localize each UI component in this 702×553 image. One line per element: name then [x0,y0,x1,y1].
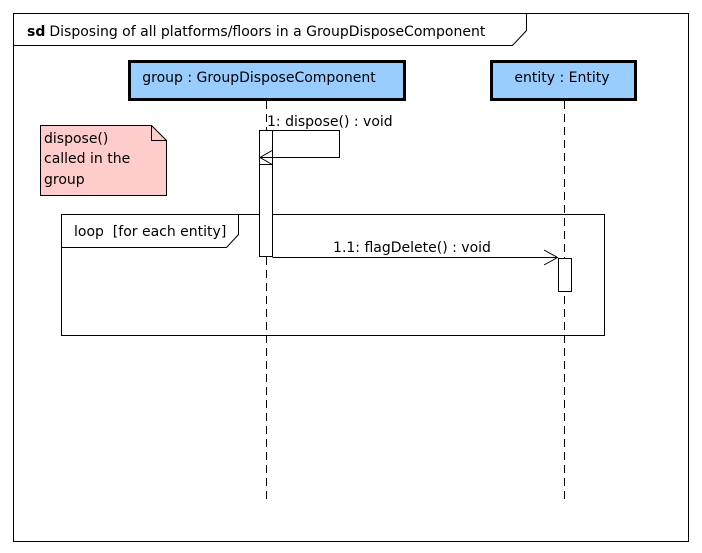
frame-keyword: sd [27,24,45,40]
note-line-2: called in the [44,151,130,167]
lifeline-head-entity[interactable] [490,60,637,101]
loop-fragment-label: loop [for each entity] [74,224,226,240]
loop-fragment[interactable] [61,214,605,336]
message-1-arrowhead [258,149,274,166]
loop-fragment-tab [61,214,239,248]
message-2-arrowhead [543,249,559,266]
lifeline-label-entity: entity : Entity [514,70,609,86]
message-1-label: 1: dispose() : void [267,114,393,130]
note-line-1: dispose() [44,131,108,147]
note[interactable] [40,125,167,196]
activation-entity [558,258,572,292]
note-line-3: group [44,172,85,188]
note-fold [151,125,167,141]
lifeline-label-group: group : GroupDisposeComponent [142,70,376,86]
message-2-label: 1.1: flagDelete() : void [333,240,491,256]
frame-title-text: Disposing of all platforms/floors in a G… [49,24,485,40]
message-1-arrow[interactable] [260,130,340,158]
activation-group-self [259,130,273,165]
lifeline-head-group[interactable] [128,60,406,101]
diagram-frame [13,13,689,542]
frame-title-tab [13,13,527,46]
